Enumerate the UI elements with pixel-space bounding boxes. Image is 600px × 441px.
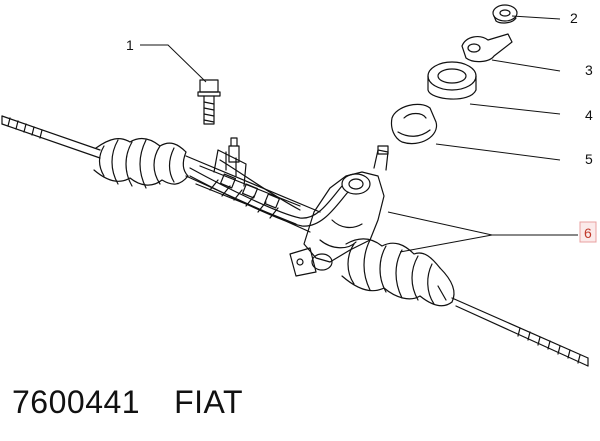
- callout-5: 5: [585, 151, 593, 167]
- callout-1: 1: [126, 37, 134, 53]
- part-number: 7600441: [12, 384, 141, 420]
- valve-housing: [289, 145, 389, 277]
- right-boot: [341, 238, 455, 307]
- part-3-bracket: [461, 33, 513, 63]
- rack-housing-tube: [185, 155, 321, 233]
- leader-line-5: [435, 143, 561, 161]
- mounting-bracket: [213, 137, 247, 187]
- part-caption: 7600441 FIAT: [12, 384, 243, 421]
- leader-line-2: [511, 15, 561, 20]
- part-2-washer: [492, 4, 518, 24]
- left-tie-rod: [1, 115, 101, 159]
- leader-line-3: [491, 59, 561, 72]
- callout-3: 3: [585, 62, 593, 78]
- part-5-clamp: [390, 103, 438, 145]
- leader-line-1: [140, 44, 207, 83]
- leader-line-4: [469, 103, 561, 115]
- right-tie-rod: [451, 297, 589, 367]
- callout-4: 4: [585, 107, 593, 123]
- part-4-bushing: [427, 61, 477, 100]
- part-1-bolt: [197, 79, 221, 125]
- callout-6: 6: [584, 225, 592, 241]
- leader-line-6: [387, 211, 578, 253]
- callout-2: 2: [570, 10, 578, 26]
- callout-6-highlight-box: [579, 221, 597, 243]
- left-boot: [93, 137, 189, 189]
- brand-name: FIAT: [174, 384, 244, 420]
